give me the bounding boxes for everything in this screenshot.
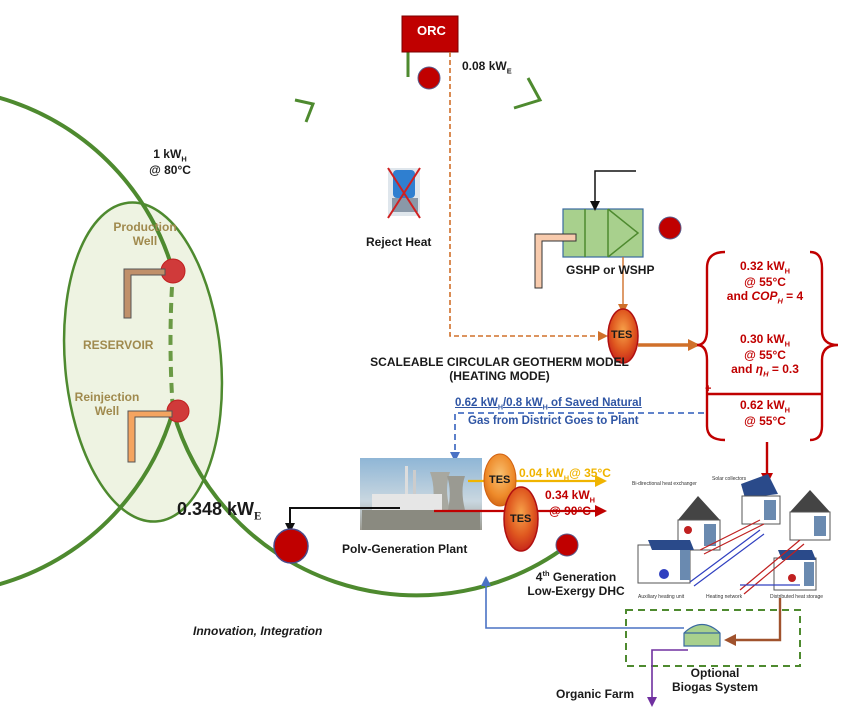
dhc-label-heat-exchanger: Bi-directional heat exchanger xyxy=(632,481,697,487)
circular-loop xyxy=(171,410,570,598)
tes-upper-label: TES xyxy=(611,329,633,341)
tes-low-temp[interactable] xyxy=(483,453,517,507)
biogas-digester[interactable] xyxy=(683,623,721,647)
bracket-plus-sign: + xyxy=(705,383,712,395)
tes-high-temp[interactable] xyxy=(503,486,539,552)
heat-pump-unit[interactable] xyxy=(562,208,644,258)
production-well-label: Production Well xyxy=(113,220,177,248)
orc-label: ORC xyxy=(417,23,446,38)
orc-reject-heat-line xyxy=(449,52,608,341)
reservoir-dashed-flow xyxy=(168,270,175,412)
tes-upper[interactable] xyxy=(607,308,639,364)
high-temp-heat-label: 0.34 kWH @ 90°C xyxy=(544,488,596,518)
bracket-heat-pump-output: 0.32 kWH @ 55°C and COPH = 4 xyxy=(726,259,804,306)
heat-pump-label: GSHP or WSHP xyxy=(566,263,655,277)
reinjection-well-label: Reinjection Well xyxy=(74,390,140,418)
power-plant-image xyxy=(360,458,482,530)
dhc-label: 4th Generation Low-Exergy DHC xyxy=(527,569,625,598)
dhc-to-biogas-line xyxy=(724,598,782,646)
dhc-network-illustration xyxy=(637,474,831,595)
organic-farm-label: Organic Farm xyxy=(556,687,635,701)
bracket-orc-output: 0.30 kWH @ 55°C and ηH = 0.3 xyxy=(731,332,799,379)
biogas-system-boundary xyxy=(625,609,801,667)
node-heat-pump[interactable] xyxy=(658,216,682,240)
dhc-label-aux: Auxiliary heating unit xyxy=(638,594,685,600)
production-well-pipe xyxy=(123,268,166,319)
node-plant-electric[interactable] xyxy=(273,528,309,564)
plant-electric-output: 0.348 kWE xyxy=(177,499,262,523)
saved-gas-line2: Gas from District Goes to Plant xyxy=(468,415,639,427)
circular-loop-upper xyxy=(0,95,175,587)
saved-gas-line1: 0.62 kWH/0.8 kWH of Saved Natural xyxy=(455,397,642,412)
heat-pump-supply-line xyxy=(590,170,636,211)
tagline: Innovation, Integration xyxy=(193,624,323,638)
reject-heat-label: Reject Heat xyxy=(366,235,432,249)
bracket-total: 0.62 kWH @ 55°C xyxy=(739,398,791,428)
dhc-label-storage: Distributed heat storage xyxy=(770,594,823,600)
tes-high-temp-label: TES xyxy=(510,513,532,525)
node-dhc[interactable] xyxy=(555,533,579,557)
ground-loop-pipe xyxy=(534,233,577,289)
dhc-label-solar: Solar collectors xyxy=(712,476,747,482)
biogas-to-plant-line xyxy=(481,576,684,629)
cooling-tower-crossed-icon xyxy=(387,167,421,219)
low-temp-heat-label: 0.04 kWH@ 35°C xyxy=(519,466,611,483)
saved-gas-line xyxy=(450,412,704,462)
plant-label: Polv-Generation Plant xyxy=(342,542,468,556)
orc-output-label: 0.08 kWE xyxy=(462,59,512,76)
diagram-title: SCALEABLE CIRCULAR GEOTHERM MODEL (HEATI… xyxy=(370,355,629,383)
heat-summary-bracket xyxy=(696,250,839,442)
loop-direction-arrow-2 xyxy=(513,77,543,110)
dhc-label-network: Heating network xyxy=(706,594,743,600)
source-heat-label: 1 kWH @ 80°C xyxy=(149,147,191,177)
reinjection-well-pipe xyxy=(127,410,173,463)
biogas-to-farm-line xyxy=(647,649,688,707)
loop-direction-arrow-1 xyxy=(294,98,316,123)
reservoir-label: RESERVOIR xyxy=(83,338,154,352)
biogas-label: Optional Biogas System xyxy=(671,666,759,694)
node-orc[interactable] xyxy=(417,66,441,90)
orc-box[interactable] xyxy=(401,15,459,53)
tes-low-temp-label: TES xyxy=(489,474,511,486)
plant-electric-output-line xyxy=(285,507,400,533)
